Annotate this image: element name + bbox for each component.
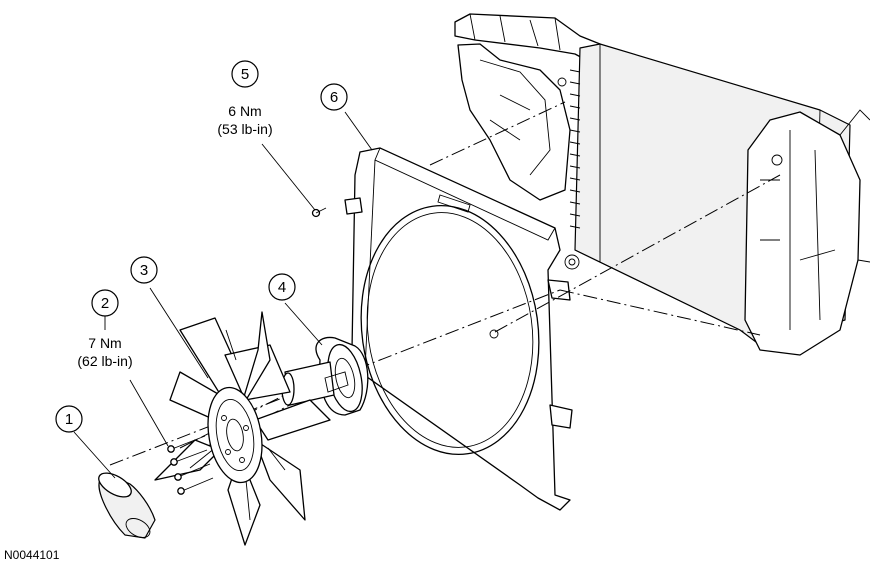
- callout-6: 6: [320, 83, 348, 111]
- fan-bolts: [167, 435, 214, 495]
- callout-2-number: 2: [101, 295, 109, 312]
- callout-4: 4: [268, 273, 296, 301]
- cooling-fan-blade: [154, 311, 331, 546]
- fan-spacer-ring: [98, 472, 156, 539]
- shroud-bolt: [311, 207, 327, 218]
- fan-clutch: [281, 336, 369, 416]
- fan-shroud: [344, 147, 573, 511]
- leader-lines: [73, 111, 373, 479]
- callout-1-number: 1: [65, 411, 73, 428]
- callout-2-torque-imperial: (62 lb-in): [77, 353, 132, 369]
- callout-5-torque-metric: 6 Nm: [228, 103, 261, 119]
- callout-5-number: 5: [241, 66, 249, 83]
- callout-4-number: 4: [278, 279, 286, 296]
- callout-3-number: 3: [140, 262, 148, 279]
- callout-2: 2 7 Nm (62 lb-in): [77, 289, 133, 369]
- callout-1: 1: [55, 405, 83, 433]
- callout-3: 3: [130, 256, 158, 284]
- callout-2-torque-metric: 7 Nm: [88, 335, 121, 351]
- callout-5-torque-imperial: (53 lb-in): [217, 121, 272, 137]
- callout-6-number: 6: [330, 89, 338, 106]
- callout-5: 5 6 Nm (53 lb-in): [217, 60, 273, 137]
- radiator-support-assembly: [454, 13, 870, 356]
- figure-id: N0044101: [4, 548, 60, 562]
